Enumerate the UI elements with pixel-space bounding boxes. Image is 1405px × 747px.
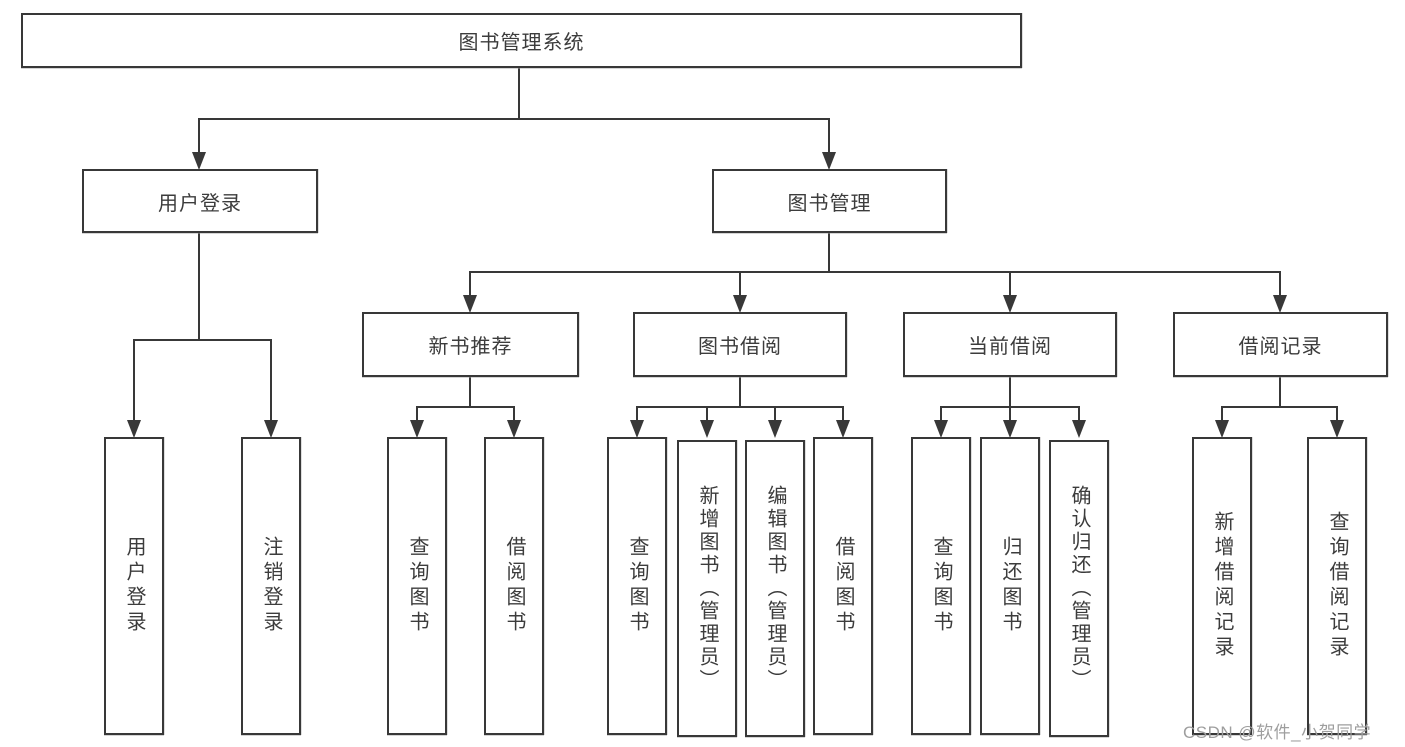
leaf-borrow-add-books-admin: 新增图书（管理员）	[677, 440, 737, 737]
leaf-logout: 注销登录	[241, 437, 301, 735]
leaf-borrow-query-books: 查询图书	[607, 437, 667, 735]
leaf-rec-borrow-books: 借阅图书	[484, 437, 544, 735]
node-current-borrow: 当前借阅	[903, 312, 1117, 377]
leaf-current-return-books: 归还图书	[980, 437, 1040, 735]
node-new-book-recommend: 新书推荐	[362, 312, 579, 377]
node-book-borrow: 图书借阅	[633, 312, 847, 377]
leaf-current-confirm-return-admin: 确认归还（管理员）	[1049, 440, 1109, 737]
node-borrow-record: 借阅记录	[1173, 312, 1388, 377]
leaf-user-login: 用户登录	[104, 437, 164, 735]
node-book-management: 图书管理	[712, 169, 947, 233]
leaf-borrow-edit-books-admin: 编辑图书（管理员）	[745, 440, 805, 737]
csdn-watermark: CSDN @软件_小贺同学	[1183, 723, 1372, 742]
arrow-down-icons	[127, 152, 1344, 438]
leaf-rec-query-books: 查询图书	[387, 437, 447, 735]
node-root-system: 图书管理系统	[21, 13, 1022, 68]
leaf-current-query-books: 查询图书	[911, 437, 971, 735]
node-user-login: 用户登录	[82, 169, 318, 233]
leaf-record-query: 查询借阅记录	[1307, 437, 1367, 735]
leaf-record-add: 新增借阅记录	[1192, 437, 1252, 735]
leaf-borrow-borrow-books: 借阅图书	[813, 437, 873, 735]
